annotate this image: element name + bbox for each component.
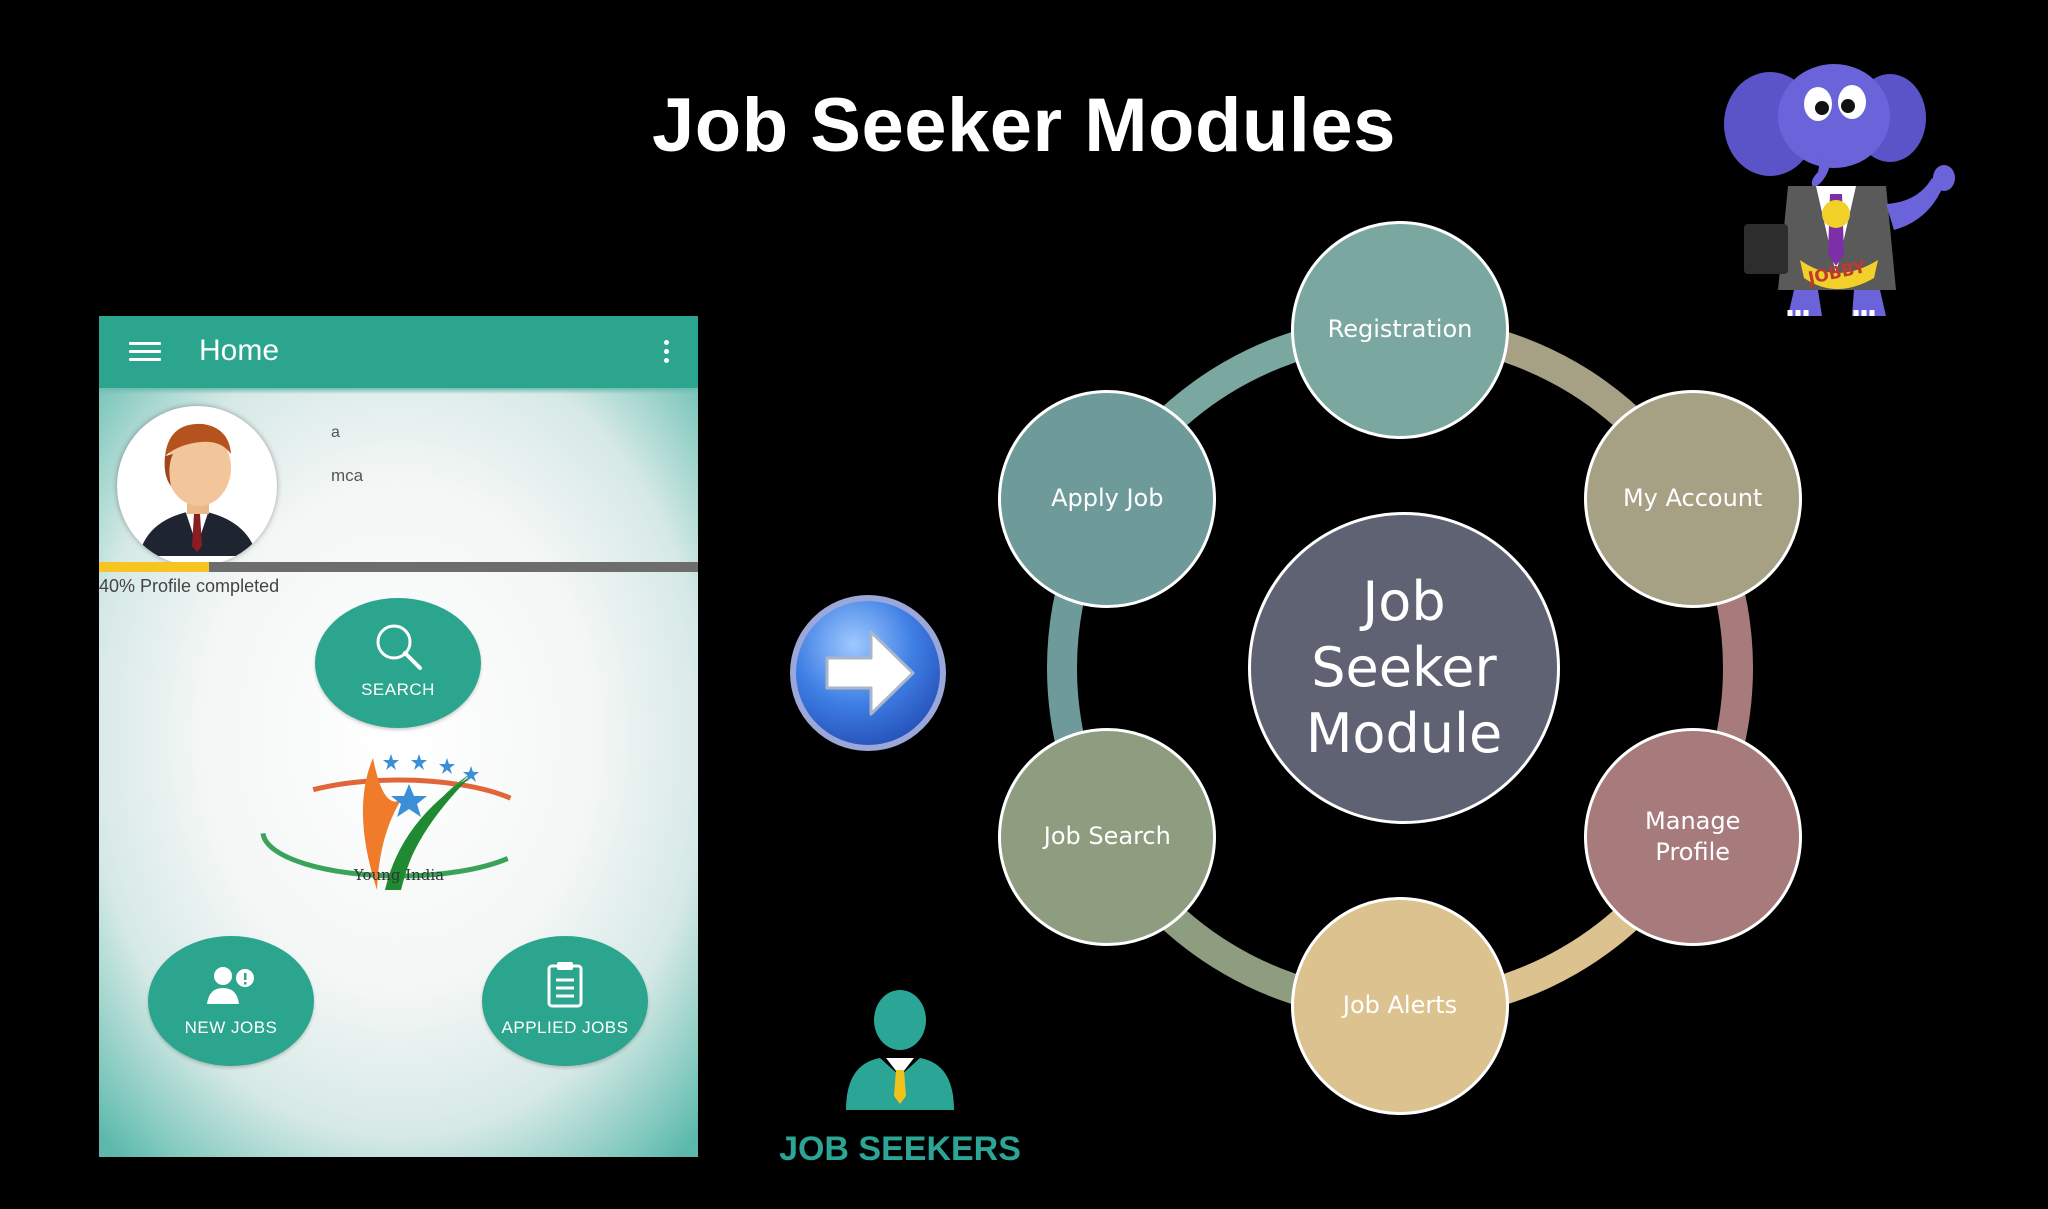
- phone-screenshot: Home a mca 40% Profile completed SEARCH: [99, 316, 698, 1157]
- applied-jobs-button-label: APPLIED JOBS: [501, 1018, 629, 1037]
- job-seeker-module-cycle: Job Seeker Module Registration My Account…: [990, 218, 1830, 1124]
- young-india-logo: Young India: [256, 754, 542, 890]
- search-button-label: SEARCH: [361, 680, 435, 699]
- overflow-menu-icon[interactable]: [664, 340, 670, 367]
- job-seekers-label: JOB SEEKERS: [779, 1130, 1021, 1168]
- businessman-avatar-icon: [139, 423, 257, 556]
- avatar[interactable]: [117, 406, 277, 566]
- cycle-node-label: Apply Job: [1051, 484, 1164, 513]
- profile-progress-fill: [99, 562, 210, 572]
- search-icon: [376, 624, 422, 670]
- clipboard-icon: [547, 962, 583, 1008]
- cycle-center-label: Job Seeker Module: [1305, 570, 1503, 765]
- job-seeker-person-icon: [846, 990, 954, 1110]
- elephant-mascot-icon: JOBBY: [1724, 64, 1955, 316]
- hamburger-menu-icon[interactable]: [129, 342, 161, 362]
- user-name: a: [331, 424, 340, 441]
- profile-progress-label: 40% Profile completed: [99, 576, 280, 596]
- cycle-node-registration: Registration: [1291, 221, 1509, 439]
- search-button[interactable]: SEARCH: [315, 598, 481, 728]
- cycle-node-manage-profile: Manage Profile: [1583, 728, 1802, 946]
- app-bar: Home: [99, 316, 698, 388]
- young-india-logo-text: Young India: [353, 866, 444, 884]
- app-bar-shadow: [99, 388, 698, 394]
- cycle-node-label: Manage Profile: [1645, 806, 1741, 866]
- new-jobs-icon: [207, 967, 254, 1004]
- cycle-node-label: Registration: [1327, 315, 1473, 344]
- profile-progress-bar: [99, 562, 698, 572]
- cycle-center-node: Job Seeker Module: [1248, 512, 1560, 824]
- cycle-node-label: Job Alerts: [1342, 991, 1458, 1020]
- user-degree: mca: [331, 466, 364, 485]
- arrow-right-icon: [790, 595, 946, 751]
- new-jobs-button[interactable]: NEW JOBS: [148, 936, 314, 1066]
- cycle-node-job-search: Job Search: [998, 728, 1217, 946]
- slide-title: Job Seeker Modules: [652, 83, 1396, 168]
- cycle-node-label: Job Search: [1043, 822, 1171, 851]
- cycle-node-my-account: My Account: [1583, 390, 1802, 608]
- new-jobs-button-label: NEW JOBS: [184, 1018, 278, 1037]
- app-bar-title: Home: [199, 334, 280, 367]
- cycle-node-apply-job: Apply Job: [998, 390, 1217, 608]
- cycle-node-label: My Account: [1622, 484, 1763, 513]
- applied-jobs-button[interactable]: APPLIED JOBS: [482, 936, 648, 1066]
- cycle-node-job-alerts: Job Alerts: [1291, 897, 1509, 1115]
